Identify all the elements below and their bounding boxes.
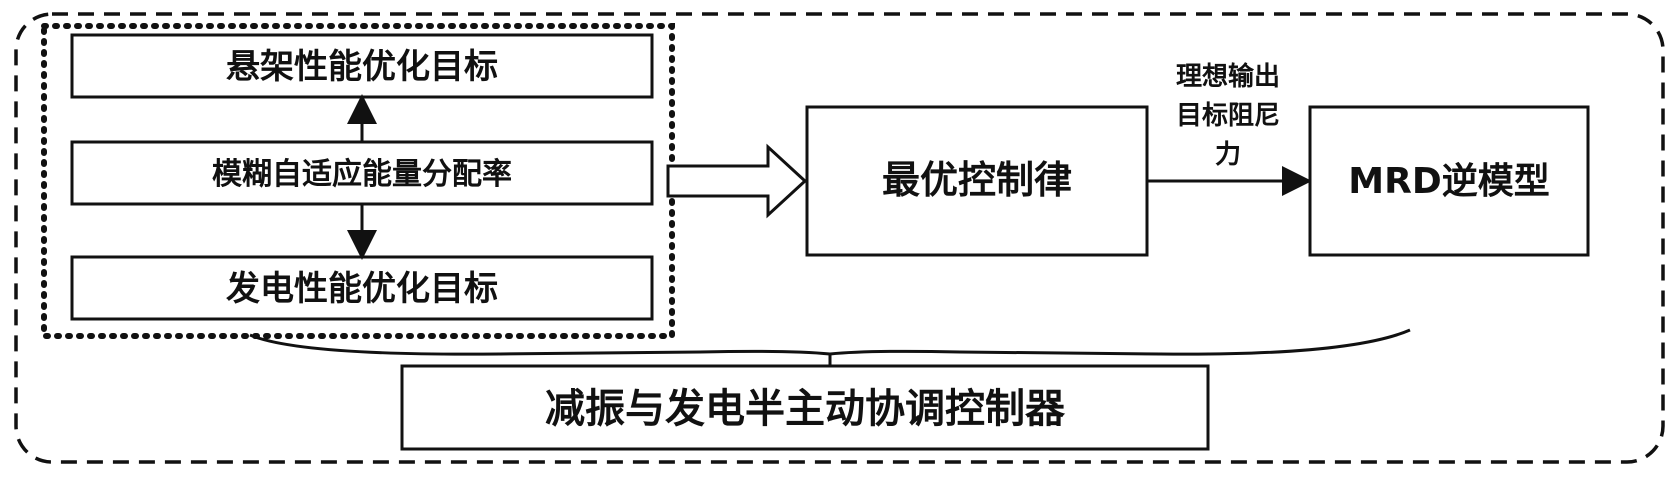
generation-target-label: 发电性能优化目标 — [226, 269, 498, 309]
optimal-control-box: 最优控制律 — [807, 107, 1147, 255]
mrd-inverse-label: MRD逆模型 — [1348, 161, 1549, 202]
fuzzy-ratio-box: 模糊自适应能量分配率 — [72, 142, 652, 204]
grouping-brace — [250, 330, 1410, 354]
mrd-inverse-box: MRD逆模型 — [1310, 107, 1588, 255]
hollow-arrow-to-optimal-control — [668, 147, 805, 215]
suspension-target-box: 悬架性能优化目标 — [72, 35, 652, 97]
controller-label: 减振与发电半主动协调控制器 — [545, 386, 1066, 432]
fuzzy-ratio-label: 模糊自适应能量分配率 — [212, 157, 512, 192]
suspension-target-label: 悬架性能优化目标 — [226, 47, 498, 87]
controller-box: 减振与发电半主动协调控制器 — [402, 366, 1208, 449]
edge-label-line-2: 目标阻尼 — [1176, 101, 1280, 131]
edge-label-line-1: 理想输出 — [1176, 61, 1280, 92]
generation-target-box: 发电性能优化目标 — [72, 257, 652, 319]
optimal-control-label: 最优控制律 — [882, 158, 1072, 202]
edge-label-line-3: 力 — [1215, 140, 1241, 170]
